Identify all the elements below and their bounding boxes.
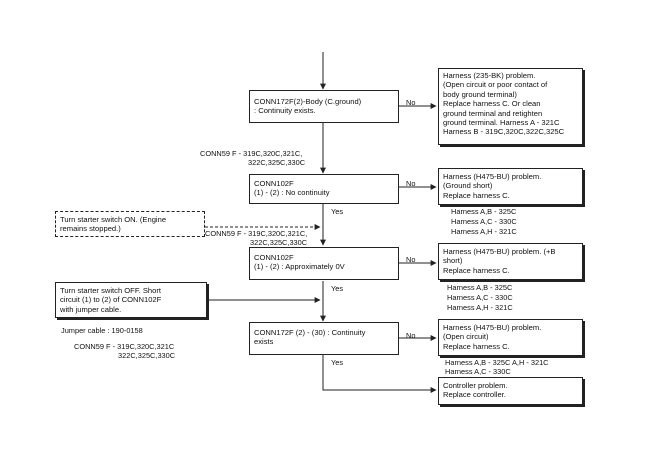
no-label-3: No bbox=[406, 255, 416, 264]
result-box-1: Harness (235-BK) problem. (Open circuit … bbox=[438, 68, 583, 145]
harness-list-2: Harness A,B - 325C Harness A,C - 330C Ha… bbox=[447, 283, 513, 312]
connector-note-2: CONN59 F - 319C,320C,321C, 322C,325C,330… bbox=[205, 229, 308, 247]
jumper-cable-note: Jumper cable : 190-0158 bbox=[61, 326, 143, 335]
result-box-3: Harness (H475-BU) problem. (+B short) Re… bbox=[438, 243, 583, 280]
step-box-1: CONN172F(2)-Body (C.ground) : Continuity… bbox=[249, 90, 399, 123]
harness-list-3: Harness A,B - 325C A,H - 321C Harness A,… bbox=[445, 358, 549, 376]
result-box-controller: Controller problem. Replace controller. bbox=[438, 377, 583, 405]
action-box-2: Turn starter switch OFF. Short circuit (… bbox=[55, 282, 207, 318]
step-box-2: CONN102F (1) - (2) : No continuity bbox=[249, 174, 399, 204]
action-box-1: Turn starter switch ON. (Engine remains … bbox=[55, 211, 205, 237]
yes-arrow-4 bbox=[322, 355, 437, 393]
harness-list-1: Harness A,B - 325C Harness A,C - 330C Ha… bbox=[451, 207, 517, 236]
no-label-1: No bbox=[406, 98, 416, 107]
no-label-2: No bbox=[406, 179, 416, 188]
step-box-3: CONN102F (1) - (2) : Approximately 0V bbox=[249, 247, 399, 280]
no-label-4: No bbox=[406, 331, 416, 340]
yes-label-2: Yes bbox=[331, 207, 344, 216]
result-box-2: Harness (H475-BU) problem. (Ground short… bbox=[438, 168, 583, 205]
yes-label-3: Yes bbox=[331, 284, 344, 293]
step-box-4: CONN172F (2) - (30) : Continuity exists bbox=[249, 322, 399, 355]
yes-label-4: Yes bbox=[331, 358, 344, 367]
result-box-4: Harness (H475-BU) problem. (Open circuit… bbox=[438, 319, 583, 356]
connector-note-3: CONN59 F - 319C,320C,321C 322C,325C,330C bbox=[74, 342, 176, 360]
connector-note-1: CONN59 F - 319C,320C,321C, 322C,325C,330… bbox=[200, 149, 306, 167]
